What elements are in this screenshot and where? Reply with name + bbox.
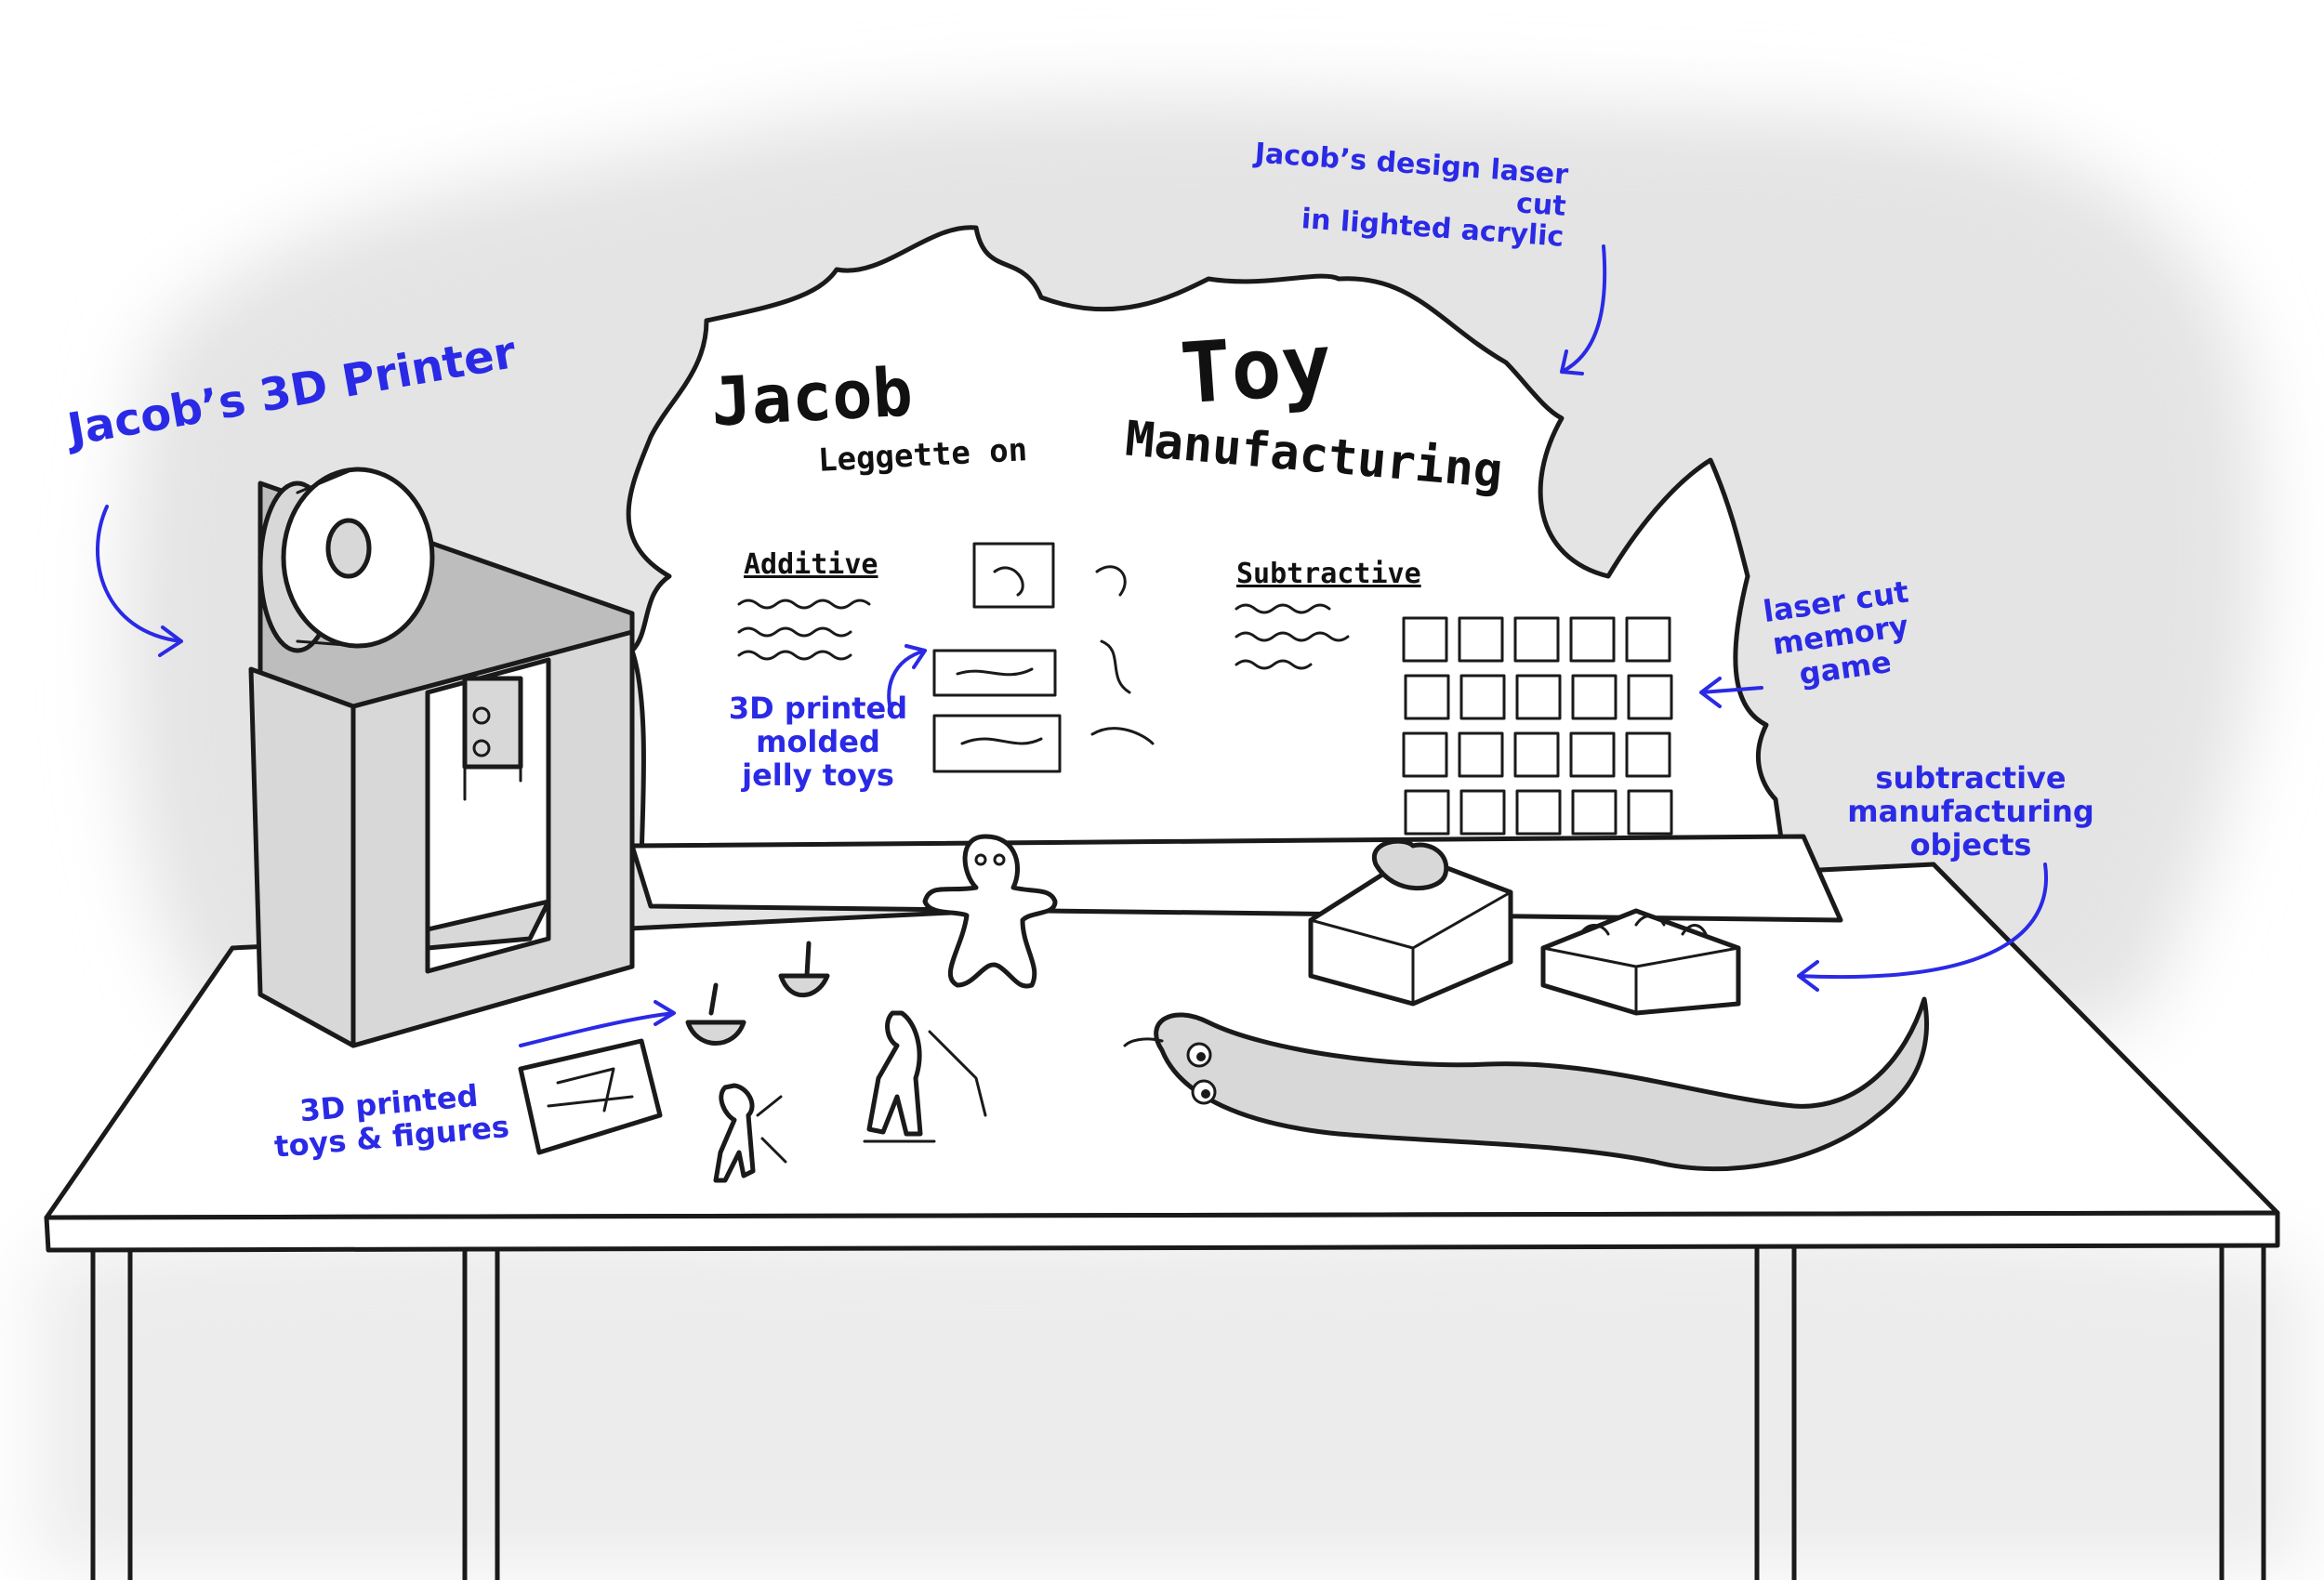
jelly-toy-icon: [956, 566, 1043, 745]
sign-scribbles: [737, 599, 1350, 670]
memory-tile-icon: [1571, 674, 1618, 720]
print-head: [462, 676, 523, 770]
memory-game-grid: [1402, 616, 1673, 836]
subtractive-arrow: [1797, 862, 2048, 992]
sign-name-first: Jacob: [708, 352, 915, 441]
mold-icon: [972, 542, 1055, 609]
memory-tile-icon: [1625, 731, 1671, 778]
jelly-toys-label: 3D printed molded jelly toys: [728, 691, 908, 793]
memory-tile-icon: [1569, 731, 1616, 778]
memory-tile-icon: [1404, 674, 1450, 720]
mold-icon: [932, 714, 1062, 773]
memory-tile-icon: [1571, 789, 1618, 836]
memory-tile-icon: [1402, 731, 1448, 778]
spinning-top-icon: [685, 941, 830, 1046]
memory-tile-icon: [1459, 789, 1506, 836]
jelly-toy-icon: [1090, 565, 1155, 745]
memory-tile-icon: [1513, 731, 1560, 778]
jelly-molds: [932, 542, 1155, 773]
subtractive-objects-label: subtractive manufacturing objects: [1847, 760, 2094, 862]
printed-toys-arrow: [519, 1000, 676, 1047]
soldier-figure-icon: [713, 1010, 987, 1183]
memory-tile-icon: [1402, 616, 1448, 663]
gingerbread-figure-icon: [922, 834, 1058, 989]
memory-tile-icon: [1459, 674, 1506, 720]
table-legs: [90, 1243, 2266, 1580]
memory-game-arrow: [1699, 677, 1763, 708]
memory-tile-icon: [1515, 789, 1562, 836]
annotation-arrows: [96, 244, 2048, 1047]
subtractive-blocks: [1308, 838, 1741, 1016]
subtractive-heading: Subtractive: [1236, 558, 1421, 590]
printer-arrow: [96, 505, 183, 657]
memory-tile-icon: [1404, 789, 1450, 836]
printer-icon: [248, 481, 635, 1048]
printed-toy-box: [518, 1038, 663, 1155]
memory-tile-icon: [1569, 616, 1616, 663]
memory-tile-icon: [1627, 789, 1673, 836]
memory-tile-icon: [1515, 674, 1562, 720]
memory-tile-icon: [1625, 616, 1671, 663]
laser-design-arrow: [1560, 244, 1607, 375]
jelly-toys-arrow: [887, 644, 927, 718]
memory-tile-icon: [1627, 674, 1673, 720]
memory-tile-icon: [1458, 616, 1504, 663]
sign-title-top: Toy: [1177, 315, 1336, 424]
additive-heading: Additive: [744, 548, 878, 581]
memory-tile-icon: [1458, 731, 1504, 778]
filament-spool-icon: [257, 467, 435, 653]
memory-tile-icon: [1513, 616, 1560, 663]
slug-toy-icon: [1123, 996, 1930, 1172]
